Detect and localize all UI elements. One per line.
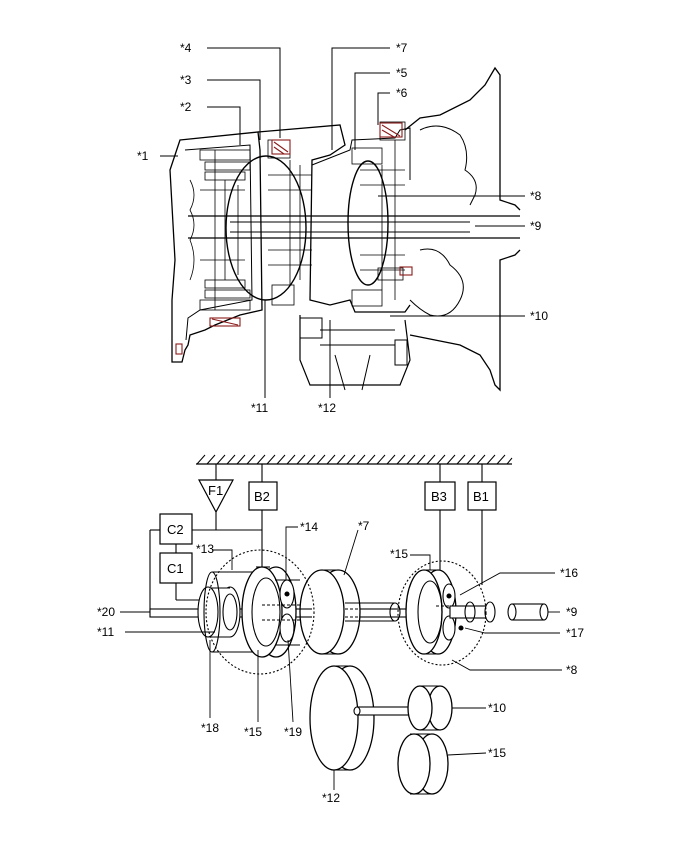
- converter-contour: [419, 125, 477, 206]
- f1-oneway-clutch: [198, 479, 234, 514]
- callout-1: *1: [137, 149, 149, 163]
- callout-14: *14: [300, 520, 318, 534]
- center-case: [257, 124, 411, 313]
- callout-8: *8: [530, 189, 542, 203]
- schematic-callouts: *13 *14 *7 *15 *16 *20 *9 *11 *17 *8 *10…: [97, 519, 584, 805]
- housing-front-inner: [184, 144, 253, 341]
- ground: [196, 454, 513, 465]
- callout-2: *2: [180, 100, 192, 114]
- section-leaders: [160, 47, 525, 398]
- callout-7-schematic: *7: [358, 519, 370, 533]
- rear-pinion-17: [458, 625, 464, 631]
- rear-housing: [404, 66, 521, 211]
- schematic: [149, 454, 549, 795]
- rear-planetary-detail: [351, 121, 406, 307]
- callout-6: *6: [396, 86, 408, 100]
- section-view: [169, 66, 521, 392]
- callout-19: *19: [284, 725, 302, 739]
- callout-10-schematic: *10: [488, 701, 506, 715]
- callout-11: *11: [251, 401, 268, 415]
- front-planetary-dotted-11: [205, 549, 315, 675]
- hatched-parts: [175, 122, 413, 355]
- b2-label: B2: [254, 489, 270, 504]
- callout-18: *18: [201, 721, 219, 735]
- schematic-box-labels: F1 B2 B3 B1 C2 C1: [167, 483, 489, 576]
- callout-20: *20: [97, 605, 115, 619]
- callout-15-top: *15: [390, 547, 408, 561]
- callout-17: *17: [566, 626, 584, 640]
- callout-4: *4: [180, 41, 192, 55]
- rear-planetary-dotted-8: [397, 560, 487, 666]
- output-shaft-9: [511, 603, 545, 621]
- callout-12-schematic: *12: [322, 791, 340, 805]
- callout-9: *9: [530, 219, 542, 233]
- rear-planetary-circle: [347, 160, 389, 286]
- callout-5: *5: [396, 66, 408, 80]
- callout-8-schematic: *8: [566, 663, 578, 677]
- callout-16: *16: [560, 566, 578, 580]
- front-planetary-circle: [225, 155, 307, 301]
- callout-10: *10: [530, 309, 548, 323]
- c2-label: C2: [167, 522, 184, 537]
- b1-label: B1: [473, 489, 489, 504]
- housing-front-cover: [169, 131, 263, 363]
- counter-gear-housing: [299, 315, 411, 386]
- f1-label: F1: [208, 483, 223, 498]
- callout-13: *13: [196, 542, 214, 556]
- callout-15-bottom: *15: [488, 746, 506, 760]
- callout-15-left: *15: [244, 725, 262, 739]
- front-clutch-pack: [189, 149, 251, 311]
- callout-12: *12: [318, 401, 336, 415]
- b2-brake-box: [248, 481, 278, 511]
- c1-label: C1: [167, 561, 184, 576]
- callout-9-schematic: *9: [566, 605, 578, 619]
- section-callouts: *4 *3 *2 *1 *7 *5 *6 *8 *9 *10 *11 *12: [137, 41, 548, 415]
- schematic-leaders: [120, 526, 562, 790]
- callout-7: *7: [396, 41, 408, 55]
- callout-3: *3: [180, 73, 192, 87]
- callout-11-schematic: *11: [97, 625, 114, 639]
- b3-label: B3: [431, 489, 447, 504]
